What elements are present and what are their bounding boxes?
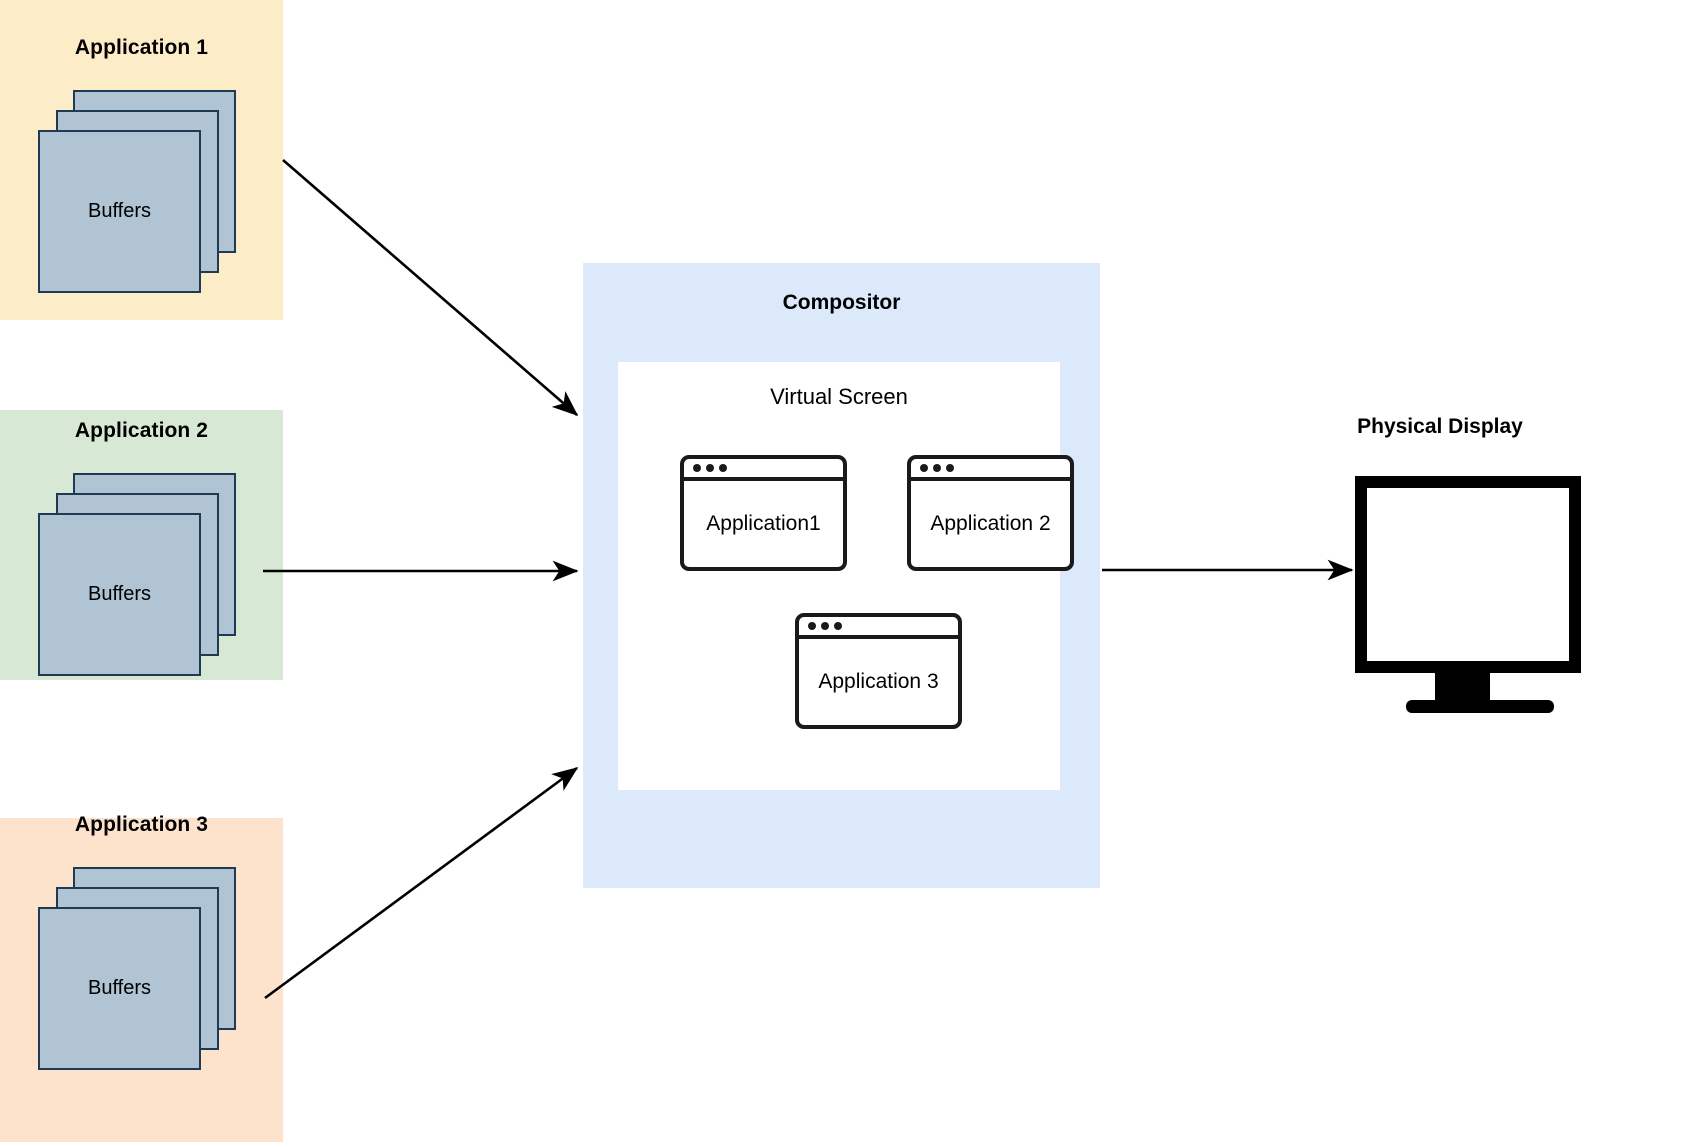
application-2-panel: Application 2 Buffers xyxy=(0,410,283,680)
virtual-window-application3[interactable]: Application 3 xyxy=(795,613,962,729)
monitor-stand-base xyxy=(1406,700,1554,713)
window-controls-dots-icon xyxy=(920,464,954,472)
virtual-window-label: Application 2 xyxy=(930,512,1051,535)
application-3-buffer-stack: Buffers xyxy=(38,867,238,1072)
window-titlebar xyxy=(799,617,958,639)
arrow-app3-to-compositor xyxy=(264,766,579,1000)
window-titlebar xyxy=(684,459,843,481)
application-2-buffers-label: Buffers xyxy=(88,583,151,605)
buffer-sheet-front xyxy=(38,513,201,676)
application-1-buffer-stack: Buffers xyxy=(38,90,238,295)
application-3-panel: Application 3 Buffers xyxy=(0,813,283,1142)
window-titlebar xyxy=(911,459,1070,481)
application-3-buffers-label: Buffers xyxy=(88,977,151,999)
buffer-sheet-front xyxy=(38,130,201,293)
application-3-title: Application 3 xyxy=(74,813,209,836)
virtual-window-application2[interactable]: Application 2 xyxy=(907,455,1074,571)
virtual-window-label: Application1 xyxy=(706,512,821,535)
window-controls-dots-icon xyxy=(693,464,727,472)
application-1-buffers-label: Buffers xyxy=(88,200,151,222)
application-2-title: Application 2 xyxy=(74,419,209,442)
compositor-title: Compositor xyxy=(782,291,901,314)
monitor-stand-neck xyxy=(1435,672,1490,704)
application-1-title: Application 1 xyxy=(74,36,209,59)
physical-display-title: Physical Display xyxy=(1357,415,1523,438)
compositor-panel: Compositor Virtual Screen Application1 A… xyxy=(583,263,1100,888)
virtual-screen-panel: Virtual Screen Application1 Application … xyxy=(618,362,1074,790)
physical-display-group: Physical Display xyxy=(1280,415,1600,725)
application-2-buffer-stack: Buffers xyxy=(38,473,238,678)
virtual-window-application1[interactable]: Application1 xyxy=(680,455,847,571)
virtual-window-label: Application 3 xyxy=(818,670,939,693)
application-1-panel: Application 1 Buffers xyxy=(0,0,283,320)
monitor-screen-icon xyxy=(1355,476,1581,673)
virtual-screen-title: Virtual Screen xyxy=(770,384,908,409)
window-controls-dots-icon xyxy=(808,622,842,630)
arrow-app1-to-compositor xyxy=(282,159,579,417)
buffer-sheet-front xyxy=(38,907,201,1070)
